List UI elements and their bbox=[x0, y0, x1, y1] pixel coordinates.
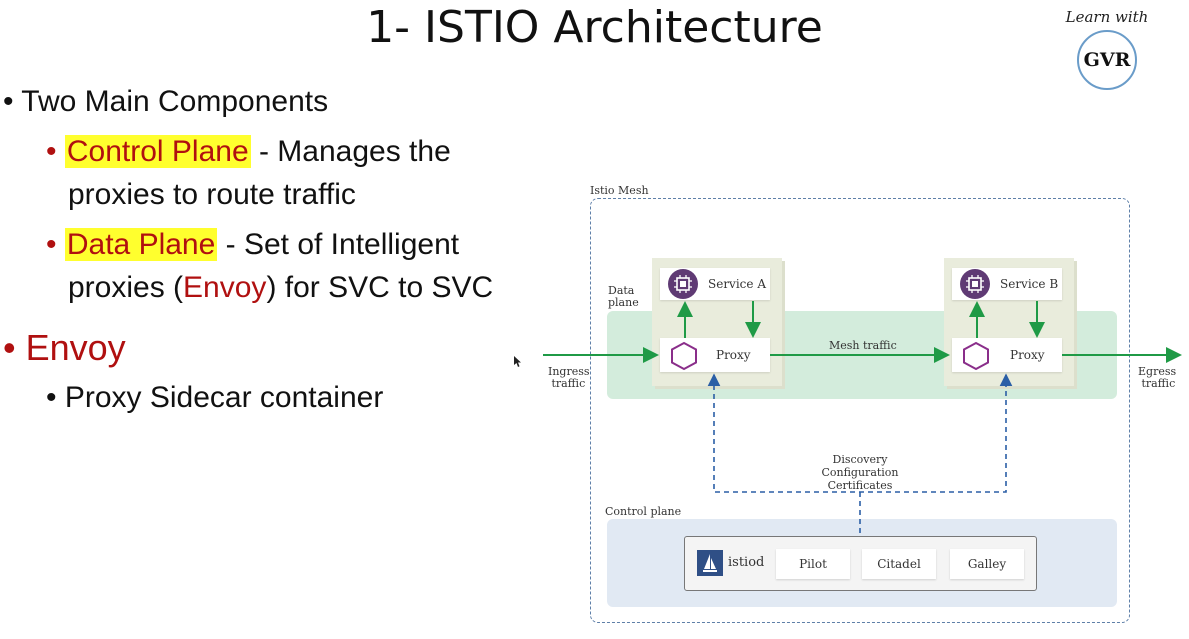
service-b-label: Service B bbox=[1000, 277, 1059, 291]
gvr-logo: Learn with GVR bbox=[1064, 8, 1150, 90]
proxy-a-label: Proxy bbox=[716, 348, 751, 362]
bullet-data-plane: • Data Plane - Set of Intelligent bbox=[46, 228, 460, 261]
bullet-proxy-sidecar: • Proxy Sidecar container bbox=[46, 381, 384, 414]
data-plane-desc: proxies (Envoy) for SVC to SVC bbox=[68, 271, 494, 304]
galley-box: Galley bbox=[950, 549, 1024, 579]
bullet-control-plane: • Control Plane - Manages the bbox=[46, 135, 451, 168]
bullet-envoy: • Envoy bbox=[3, 327, 126, 368]
logo-circle: GVR bbox=[1077, 30, 1137, 90]
mesh-traffic-label: Mesh traffic bbox=[829, 339, 897, 352]
istio-mesh-box bbox=[590, 198, 1130, 623]
proxy-a-hexagon-icon bbox=[671, 341, 697, 371]
ingress-traffic-label: Ingress traffic bbox=[548, 365, 590, 390]
control-plane-label: Control plane bbox=[605, 505, 682, 518]
slide-title: 1- ISTIO Architecture bbox=[366, 2, 823, 53]
mouse-cursor-icon bbox=[514, 356, 521, 367]
service-a-chip-icon bbox=[668, 269, 698, 299]
control-to-proxies-line bbox=[713, 376, 1007, 493]
istiod-label: istiod bbox=[728, 555, 765, 570]
egress-traffic-label: Egress traffic bbox=[1138, 365, 1177, 390]
pilot-box: Pilot bbox=[776, 549, 850, 579]
bullet-two-main-components: • Two Main Components bbox=[3, 85, 329, 118]
control-plane-desc: proxies to route traffic bbox=[68, 178, 356, 211]
envoy-inline: Envoy bbox=[183, 271, 267, 304]
logo-initials: GVR bbox=[1083, 49, 1131, 71]
service-b-chip-icon bbox=[960, 269, 990, 299]
service-a-label: Service A bbox=[708, 277, 766, 291]
data-plane-term: Data Plane bbox=[64, 228, 218, 261]
control-plane-term: Control Plane bbox=[64, 135, 251, 168]
istio-sail-icon bbox=[697, 550, 723, 576]
citadel-box: Citadel bbox=[862, 549, 936, 579]
istio-mesh-label: Istio Mesh bbox=[590, 184, 649, 197]
logo-tagline: Learn with bbox=[1065, 8, 1149, 26]
proxy-b-label: Proxy bbox=[1010, 348, 1045, 362]
proxy-b-hexagon-icon bbox=[963, 341, 989, 371]
